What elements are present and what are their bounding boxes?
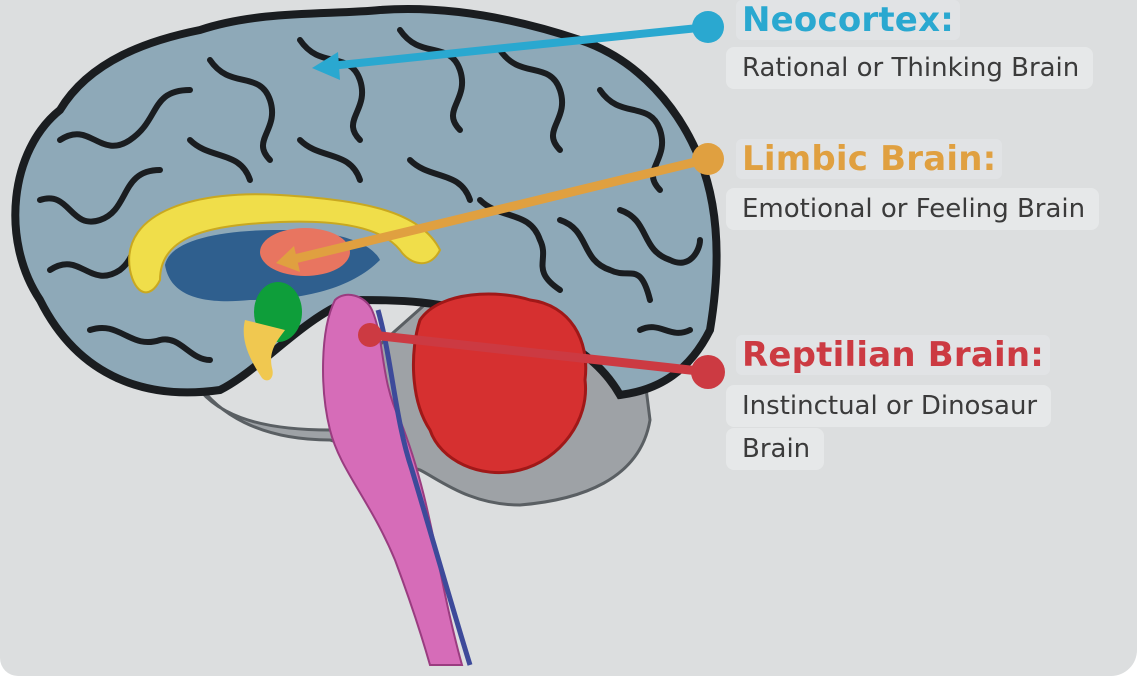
reptilian-description-line2: Brain	[726, 428, 825, 470]
limbic-title: Limbic Brain:	[736, 139, 1003, 179]
corpus-callosum	[128, 193, 442, 294]
neocortex-description: Rational or Thinking Brain	[726, 47, 1094, 89]
limbic-description: Emotional or Feeling Brain	[726, 188, 1100, 230]
brainstem	[322, 293, 464, 666]
neocortex-title: Neocortex:	[736, 0, 960, 40]
pituitary-stalk	[243, 320, 285, 381]
reptilian-pointer	[358, 323, 725, 389]
reptilian-description-line1: Instinctual or Dinosaur	[726, 385, 1052, 427]
spinal-canal	[375, 309, 473, 666]
neocortex-shape	[11, 5, 721, 400]
neocortex-pointer	[312, 11, 724, 80]
cerebellum	[412, 292, 588, 475]
limbic-pointer	[276, 143, 724, 272]
reptilian-title: Reptilian Brain:	[736, 335, 1051, 375]
